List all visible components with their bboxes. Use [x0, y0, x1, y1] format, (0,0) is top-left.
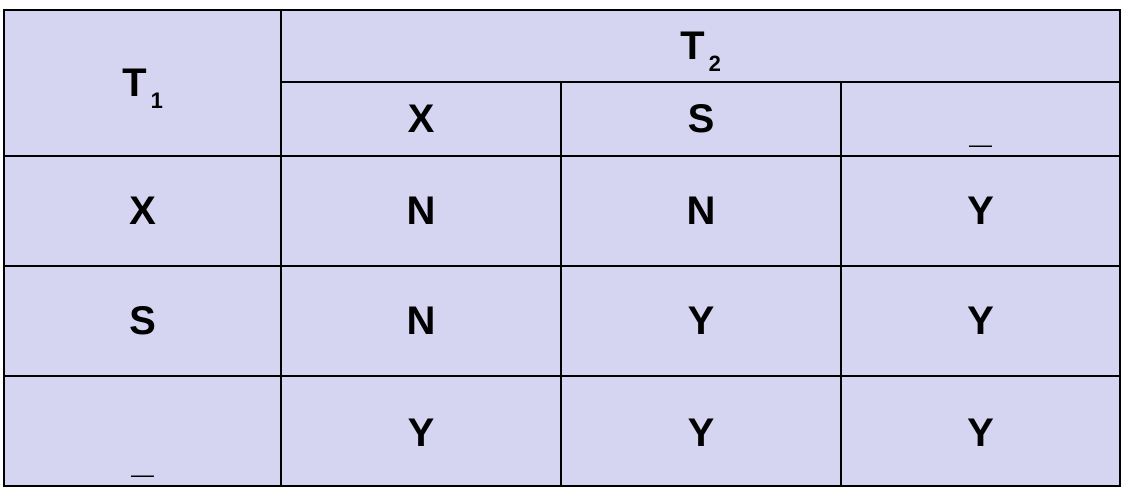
table-cell: Y — [560, 265, 842, 377]
row-label-x: X — [3, 155, 282, 267]
table-cell: N — [280, 155, 562, 267]
row-label-none: _ — [3, 375, 282, 487]
col-header-none: _ — [840, 81, 1121, 157]
table-cell: Y — [840, 155, 1121, 267]
table-row: _ Y Y Y — [3, 375, 1121, 487]
table-row: X N N Y — [3, 155, 1121, 267]
row-label-s: S — [3, 265, 282, 377]
table-row: S N Y Y — [3, 265, 1121, 377]
table-cell: Y — [560, 375, 842, 487]
table-cell: Y — [840, 375, 1121, 487]
table-cell: N — [280, 265, 562, 377]
col-header-x: X — [280, 81, 562, 157]
col-header-t2-subscript: 2 — [708, 51, 721, 76]
header-row-columns: X S _ — [4, 81, 1121, 157]
row-header-t1-base: T — [122, 61, 147, 105]
table-cell: N — [560, 155, 842, 267]
row-header-t1-subscript: 1 — [150, 88, 163, 113]
table-cell: Y — [840, 265, 1121, 377]
table-cell: Y — [280, 375, 562, 487]
col-header-t2-base: T — [680, 24, 705, 68]
col-header-s: S — [560, 81, 842, 157]
